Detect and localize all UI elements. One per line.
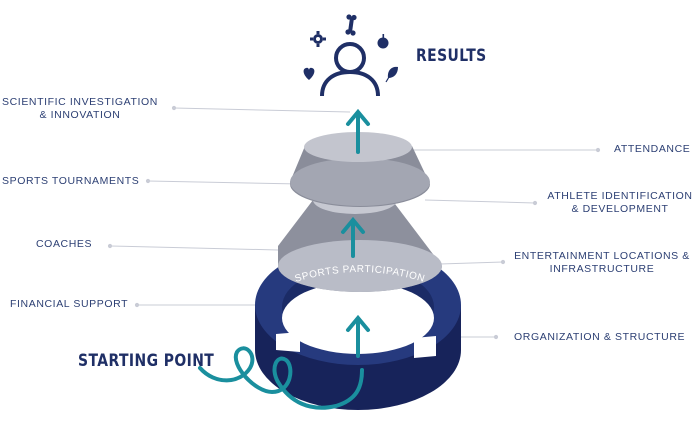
apple-icon: [377, 34, 389, 49]
label-entertainment-locations: ENTERTAINMENT LOCATIONS & INFRASTRUCTURE: [514, 250, 690, 275]
starting-point-title: STARTING POINT: [78, 351, 215, 371]
label-organization-structure: ORGANIZATION & STRUCTURE: [514, 331, 686, 343]
person-icon: [320, 42, 380, 97]
growth-arrows: [198, 108, 370, 410]
gear-icon: [310, 31, 326, 47]
connector-lines: [107, 105, 601, 340]
label-attendance: ATTENDANCE: [614, 143, 691, 155]
label-sports-tournaments: SPORTS TOURNAMENTS: [2, 175, 140, 187]
label-coaches: COACHES: [36, 238, 93, 250]
leaf-icon: [385, 66, 398, 83]
label-scientific-investigation: SCIENTIFIC INVESTIGATION & INNOVATION: [2, 96, 158, 121]
middle-tier: [278, 186, 442, 292]
results-title: RESULTS: [416, 46, 487, 66]
bone-icon: [345, 14, 357, 36]
label-financial-support: FINANCIAL SUPPORT: [10, 298, 129, 310]
label-athlete-identification: ATHLETE IDENTIFICATION & DEVELOPMENT: [547, 190, 693, 215]
heart-icon: [303, 67, 315, 80]
